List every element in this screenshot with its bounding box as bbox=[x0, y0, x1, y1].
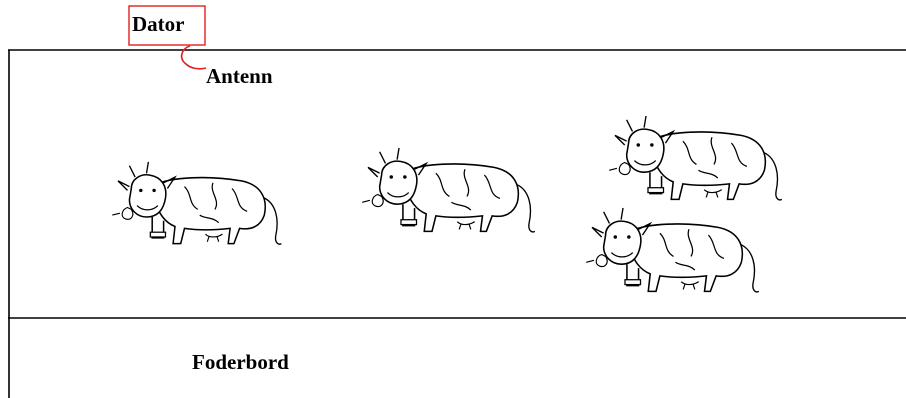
cow-icon bbox=[111, 161, 283, 245]
feed-trough-label: Foderbord bbox=[192, 350, 289, 374]
cow-icon bbox=[361, 147, 536, 233]
antenna-label: Antenn bbox=[206, 64, 273, 88]
cow-icon bbox=[608, 115, 783, 201]
barn-outline bbox=[8, 49, 906, 398]
computer-box-icon bbox=[128, 5, 206, 46]
antenna-icon bbox=[180, 45, 207, 70]
cow-icon bbox=[585, 207, 760, 293]
computer-label: Dator bbox=[132, 12, 185, 36]
